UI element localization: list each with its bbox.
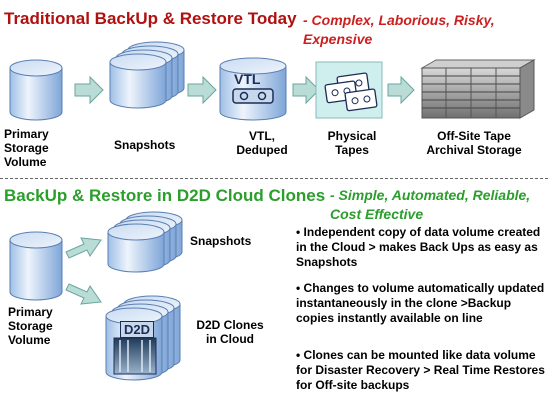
arrow-to-offsite (387, 75, 415, 105)
arrow-to-tapes (292, 75, 320, 105)
arrow-to-snapshots-top (74, 75, 104, 105)
data-center-image (113, 337, 157, 375)
physical-tapes-icon (315, 61, 383, 119)
offsite-label: Off-Site Tape Archival Storage (426, 129, 522, 157)
primary-storage-cylinder-bottom (9, 231, 63, 301)
bullet-independent-copy: • Independent copy of data volume create… (296, 225, 541, 269)
bottom-snapshots-label: Snapshots (190, 234, 252, 248)
primary-storage-cylinder-top (9, 59, 63, 121)
arrow-to-snapshots-bottom (65, 237, 102, 259)
arrow-to-clones (65, 283, 102, 305)
top-title: Traditional BackUp & Restore Today (4, 9, 297, 28)
offsite-server-rack-icon (420, 59, 536, 119)
snapshots-stack-top (109, 41, 185, 109)
snapshots-stack-bottom (107, 211, 183, 273)
vtl-label: VTL, Deduped (236, 129, 288, 157)
bottom-subtitle-line-2: Cost Effective (330, 206, 424, 222)
d2d-clones-stack (105, 295, 181, 381)
bullet-clones-mounted: • Clones can be mounted like data volume… (296, 348, 545, 392)
vtl-badge: VTL (234, 71, 261, 87)
top-subtitle-line-1: - Complex, Laborious, Risky, (303, 12, 495, 28)
tapes-label: Physical Tapes (327, 129, 377, 157)
vtl-cylinder (219, 57, 287, 121)
clones-label: D2D Clones in Cloud (196, 318, 264, 346)
top-primary-label: Primary Storage Volume (4, 127, 49, 169)
bottom-subtitle-line-1: - Simple, Automated, Reliable, (330, 187, 531, 203)
bullet-changes-updated: • Changes to volume automatically update… (296, 281, 545, 325)
arrow-to-vtl (187, 75, 217, 105)
top-subtitle-line-2: Expensive (303, 31, 373, 47)
bottom-title: BackUp & Restore in D2D Cloud Clones (4, 186, 326, 205)
d2d-badge: D2D (120, 321, 155, 338)
top-snapshots-label: Snapshots (114, 138, 176, 152)
bottom-primary-label: Primary Storage Volume (8, 305, 53, 347)
section-divider (0, 178, 548, 179)
